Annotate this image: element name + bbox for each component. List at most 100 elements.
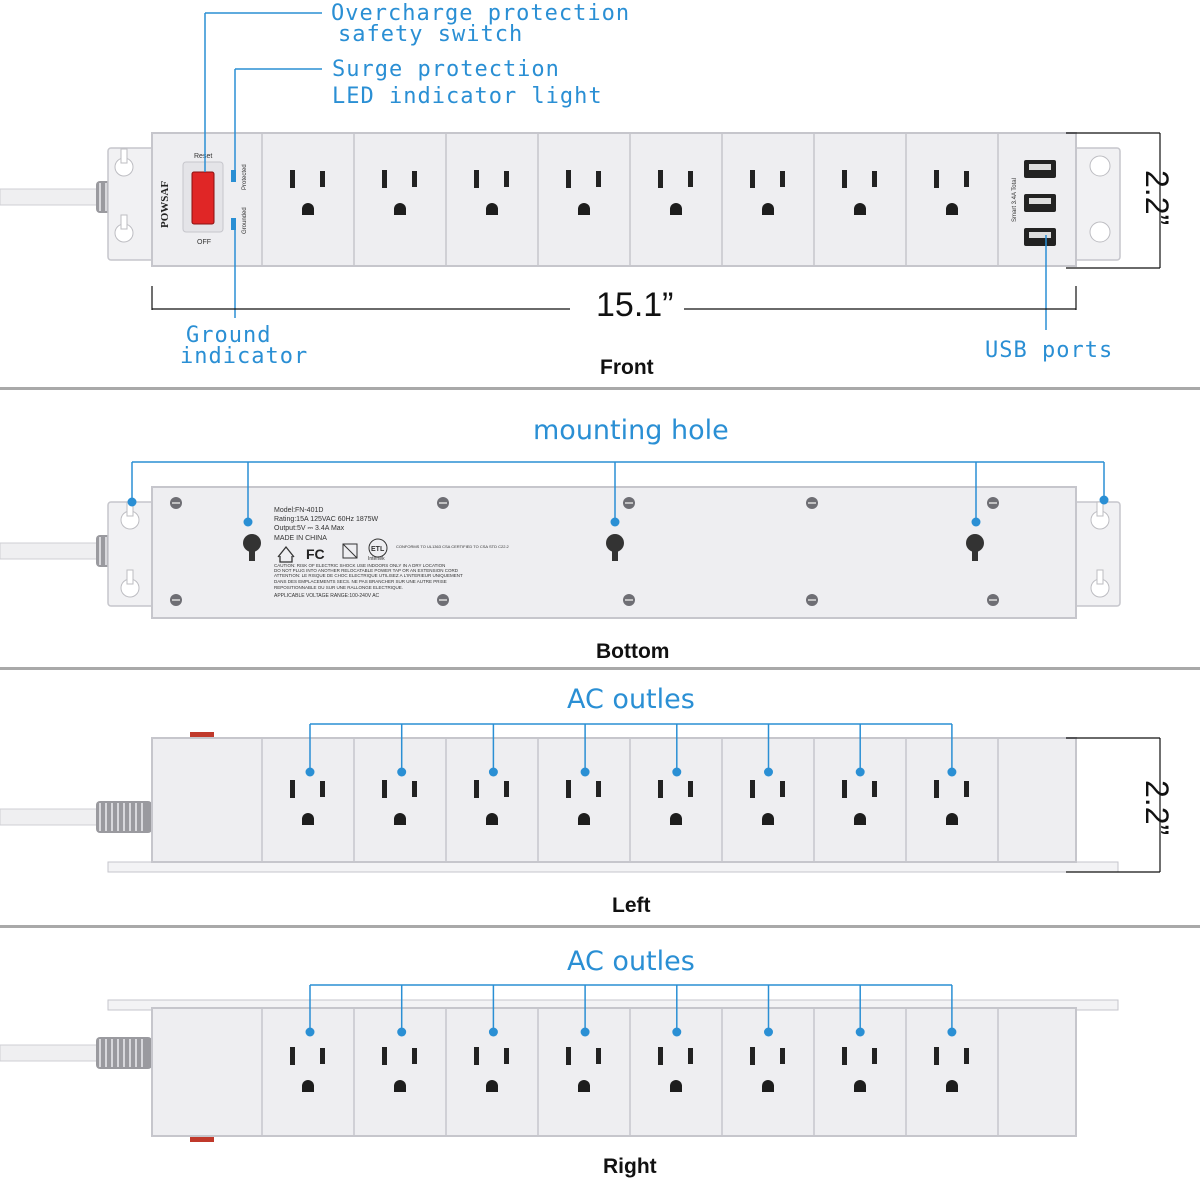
usb-port-tongue (1029, 198, 1051, 204)
fcc-logo: FC (306, 546, 325, 562)
mounting-hole-marker (243, 517, 253, 527)
usb-port-tongue (1029, 164, 1051, 170)
front-right-hole-bottom (1089, 221, 1111, 243)
outlet-slot-left (934, 780, 939, 798)
section-divider (0, 925, 1200, 928)
outlet-slot-left (658, 170, 663, 188)
outlet-ground-pin (946, 1080, 958, 1092)
front-outlet (382, 170, 417, 215)
switch-reset-label: Reset (194, 153, 212, 160)
front-outlet (566, 170, 601, 215)
left-power-cord (0, 808, 111, 826)
outlet-slot-left (658, 1047, 663, 1065)
left-outlet (750, 780, 785, 825)
right-ac-marker (764, 1027, 773, 1037)
right-outlet (750, 1047, 785, 1092)
left-ac-marker (764, 767, 773, 777)
left-outlet (290, 780, 325, 825)
outlet-ground-pin (486, 1080, 498, 1092)
right-ac-marker (580, 1027, 590, 1037)
outlet-slot-left (382, 170, 387, 188)
mounting-hole-marker (971, 517, 981, 527)
right-outlet (382, 1047, 417, 1092)
left-switch-edge (190, 732, 214, 740)
mounting-slot (1096, 569, 1104, 585)
left-outlet (474, 780, 509, 825)
outlet-slot-left (290, 1047, 295, 1065)
outlet-slot-left (382, 780, 387, 798)
weee-icon (342, 543, 358, 559)
right-ac-marker (305, 1027, 315, 1037)
front-right-hole-top (1089, 155, 1111, 177)
left-outlet (566, 780, 601, 825)
bottom-rating-label: Model:FN-401D (274, 507, 323, 514)
bottom-rating-label: REPOSITIONNABLE OU SUR UNE RALLONGE ELEC… (274, 585, 403, 590)
outlet-slot-right (780, 171, 785, 187)
outlet-slot-left (842, 1047, 847, 1065)
right-ac-marker (855, 1027, 865, 1037)
bottom-rating-label: Rating:15A 125VAC 60Hz 1875W (274, 516, 379, 523)
front-outlet (290, 170, 325, 215)
bottom-rating-label: CAUTION: RISK OF ELECTRIC SHOCK USE INDO… (274, 563, 445, 568)
mounting-hole-marker (127, 497, 137, 507)
outlet-slot-right (596, 781, 601, 797)
outlet-slot-right (596, 1048, 601, 1064)
bottom-rating-label: APPLICABLE VOLTAGE RANGE:100-240V AC (274, 593, 380, 599)
mounting-slot (120, 148, 128, 164)
mounting-slot (120, 214, 128, 230)
mounting-hole-marker (1099, 495, 1109, 505)
right-strip-body (151, 1007, 1077, 1137)
indoor-use-icon (277, 545, 295, 563)
left-ac-marker (855, 767, 865, 777)
usb-callout: USB ports (985, 338, 1114, 363)
outlet-ground-pin (302, 813, 314, 825)
front-outlet (474, 170, 509, 215)
outlet-ground-pin (762, 1080, 774, 1092)
outlet-ground-pin (670, 813, 682, 825)
switch-off-label: OFF (197, 239, 211, 246)
outlet-slot-left (750, 1047, 755, 1065)
outlet-ground-pin (486, 203, 498, 215)
cert-conformance-text: CONFORMS TO UL1363 CSA CERTIFIED TO CSA … (396, 544, 510, 549)
left-mounting-plate (107, 861, 1119, 873)
right-power-cord (0, 1044, 111, 1062)
outlet-slot-right (780, 1048, 785, 1064)
right-title: Right (603, 1155, 657, 1178)
outlet-ground-pin (854, 813, 866, 825)
outlet-slot-right (688, 1048, 693, 1064)
surge-led-label: Protected (242, 164, 248, 190)
ground-led (231, 218, 236, 230)
outlet-slot-right (964, 781, 969, 797)
ground-led-label: Grounded (242, 207, 248, 234)
left-ac-marker (397, 767, 407, 777)
mounting-slot (1096, 501, 1104, 517)
bottom-rating-label: DANS DES EMPLACEMENTS SECS. NE PAS BRANC… (274, 579, 447, 584)
left-ac-marker (672, 767, 682, 777)
right-switch-edge (190, 1134, 214, 1142)
outlet-slot-right (504, 171, 509, 187)
usb-rating-label: Smart 3.4A Total (1012, 178, 1018, 222)
outlet-ground-pin (670, 203, 682, 215)
front-power-cord (0, 188, 111, 206)
outlet-slot-left (934, 1047, 939, 1065)
etl-logo-text: ETL (371, 546, 385, 553)
outlet-slot-right (504, 781, 509, 797)
bottom-rating-label: DO NOT PLUG INTO ANOTHER RELOCATABLE POW… (274, 568, 459, 573)
ground-callout-line1: Ground (186, 323, 272, 348)
outlet-slot-left (750, 170, 755, 188)
bottom-power-cord (0, 542, 111, 560)
front-title: Front (600, 356, 654, 379)
left-ac-marker (488, 767, 498, 777)
right-ac-marker (397, 1027, 407, 1037)
outlet-slot-right (412, 171, 417, 187)
outlet-slot-left (382, 1047, 387, 1065)
left-outlet (382, 780, 417, 825)
surge-callout-line2: LED indicator light (332, 84, 603, 109)
width-dimension: 15.1” (596, 286, 674, 324)
outlet-ground-pin (854, 1080, 866, 1092)
bottom-rating-label: Output:5V ⎓ 3.4A Max (274, 525, 345, 532)
left-outlet (658, 780, 693, 825)
outlet-slot-left (934, 170, 939, 188)
outlet-ground-pin (762, 813, 774, 825)
mounting-hole-callout: mounting hole (533, 415, 729, 446)
